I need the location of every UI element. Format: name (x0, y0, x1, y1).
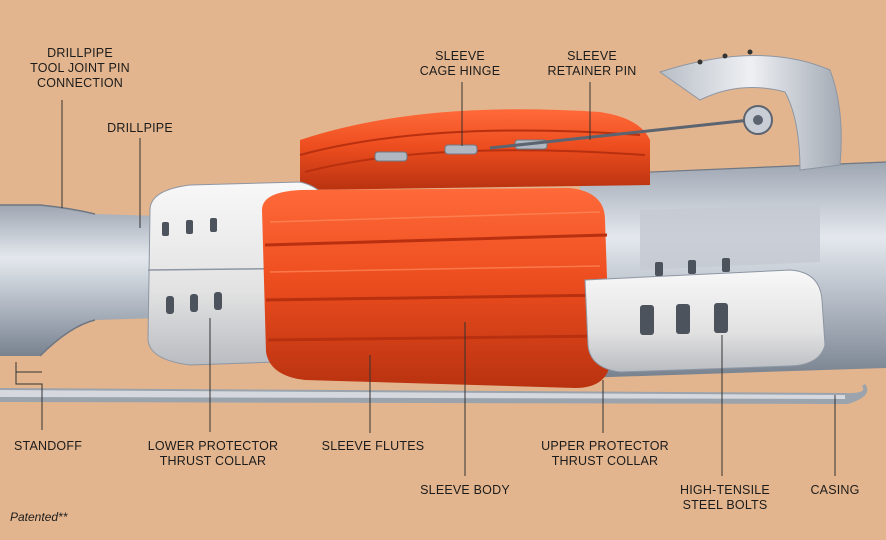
footnote-patented: Patented** (10, 510, 67, 524)
label-casing: CASING (800, 483, 870, 498)
label-upper-protector-thrust-collar: UPPER PROTECTOR THRUST COLLAR (530, 439, 680, 469)
label-sleeve-flutes: SLEEVE FLUTES (313, 439, 433, 454)
label-sleeve-retainer-pin: SLEEVE RETAINER PIN (537, 49, 647, 79)
label-standoff: STANDOFF (14, 439, 82, 454)
label-lower-protector-thrust-collar: LOWER PROTECTOR THRUST COLLAR (138, 439, 288, 469)
sleeve-body (262, 188, 610, 388)
label-drillpipe-pin-connection: DRILLPIPE TOOL JOINT PIN CONNECTION (10, 46, 150, 91)
label-sleeve-body: SLEEVE BODY (410, 483, 520, 498)
sleeve-cage (300, 109, 650, 190)
label-sleeve-cage-hinge: SLEEVE CAGE HINGE (410, 49, 510, 79)
label-drillpipe: DRILLPIPE (90, 121, 190, 136)
casing-wall (0, 384, 867, 404)
label-high-tensile-steel-bolts: HIGH-TENSILE STEEL BOLTS (670, 483, 780, 513)
